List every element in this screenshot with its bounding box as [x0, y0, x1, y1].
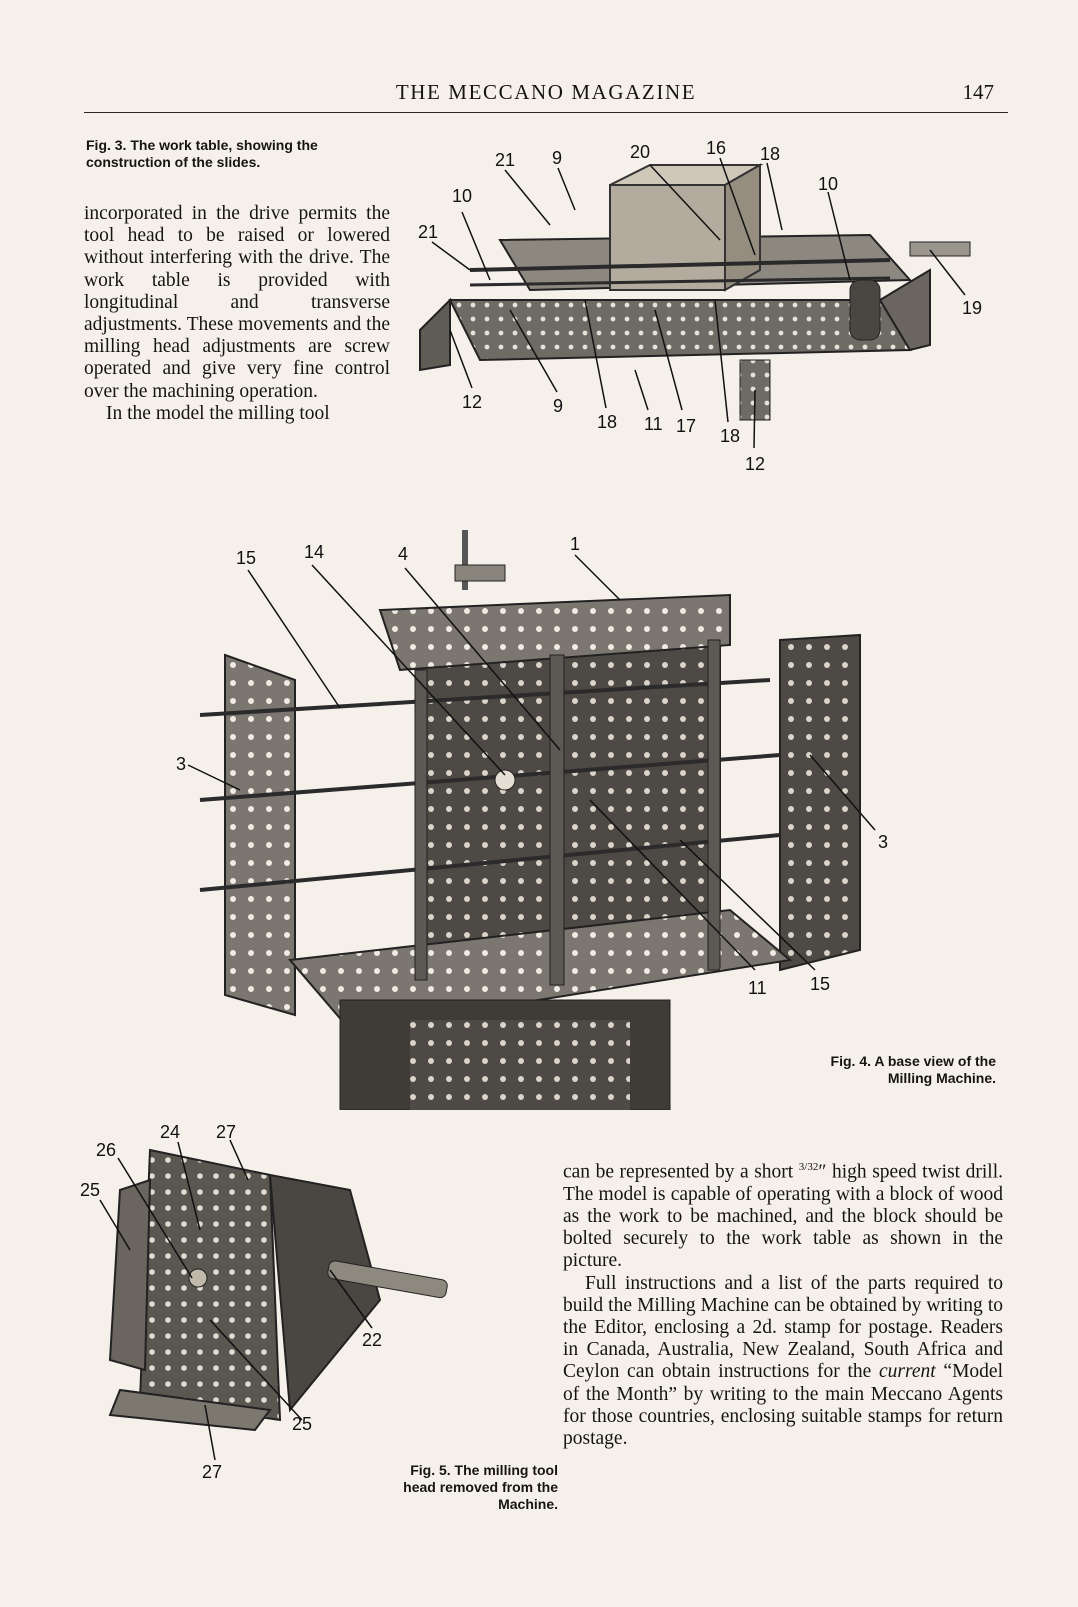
fig3-work-table-image: 21 9 20 16 18 10 10 21 19 12 9 18 11 17 … [410, 130, 1010, 500]
page-header: THE MECCANO MAGAZINE 147 [84, 78, 1008, 113]
fig3-caption: Fig. 3. The work table, showing the cons… [86, 137, 318, 170]
body-text-right: can be represented by a short 3/32″ high… [563, 1156, 1003, 1450]
fig5-label: 25 [292, 1414, 312, 1434]
fig4-label: 15 [810, 974, 830, 994]
fig5-label: 27 [202, 1462, 222, 1482]
fig3-label: 9 [552, 148, 562, 168]
fig5-tool-head-image: 24 27 26 25 22 25 27 [80, 1120, 500, 1500]
fig4-label: 11 [748, 978, 767, 998]
fig5-label: 24 [160, 1122, 180, 1142]
fig3-label: 18 [597, 412, 617, 432]
fig3-label: 21 [418, 222, 438, 242]
page-number: 147 [962, 80, 995, 104]
fig3-label: 12 [745, 454, 765, 474]
paragraph-2: In the model the milling tool [106, 402, 330, 424]
fig3-label: 20 [630, 142, 650, 162]
fig3-label: 9 [553, 396, 563, 416]
fig4-label: 4 [398, 544, 408, 564]
fig3-label: 10 [452, 186, 472, 206]
fig3-label: 17 [676, 416, 696, 436]
fraction: 3/32 [798, 1161, 819, 1173]
paragraph-4: Full instructions and a list of the part… [563, 1272, 1003, 1449]
magazine-title: THE MECCANO MAGAZINE [395, 80, 697, 104]
fig4-caption: Fig. 4. A base view of the Milling Machi… [830, 1053, 996, 1086]
body-text-left: incorporated in the drive permits the to… [84, 203, 390, 425]
paragraph-1: incorporated in the drive permits the to… [84, 203, 390, 402]
fig3-label: 16 [706, 138, 726, 158]
fig4-base-view-image: 15 14 4 1 3 3 11 15 [170, 530, 930, 1110]
fig5-label: 26 [96, 1140, 116, 1160]
fig5-label: 27 [216, 1122, 236, 1142]
fig3-label: 10 [818, 174, 838, 194]
fig5-label: 25 [80, 1180, 100, 1200]
fig3-label: 21 [495, 150, 515, 170]
fig3-label: 11 [644, 414, 663, 434]
fig3-label: 12 [462, 392, 482, 412]
fig5-label: 22 [362, 1330, 382, 1350]
fig3-label: 18 [720, 426, 740, 446]
fig4-label: 1 [570, 534, 580, 554]
fig4-label: 3 [878, 832, 888, 852]
fig3-label: 19 [962, 298, 982, 318]
paragraph-3: can be represented by a short 3/32″ high… [563, 1161, 1003, 1272]
fig5-caption: Fig. 5. The milling tool head removed fr… [403, 1462, 558, 1512]
fig3-label: 18 [760, 144, 780, 164]
fig4-label: 14 [304, 542, 324, 562]
fig4-label: 3 [176, 754, 186, 774]
fig4-label: 15 [236, 548, 256, 568]
